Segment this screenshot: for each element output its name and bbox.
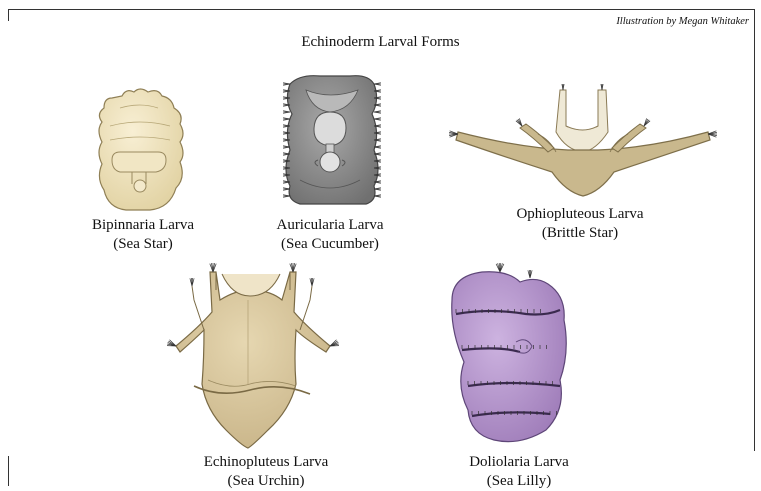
doliolaria-label: Doliolaria Larva (Sea Lilly) xyxy=(444,453,594,491)
doliolaria-name: Doliolaria Larva xyxy=(444,453,594,472)
auricularia-label: Auricularia Larva (Sea Cucumber) xyxy=(262,216,398,254)
ophiopluteous-name: Ophiopluteous Larva xyxy=(498,205,662,224)
bipinnaria-label: Bipinnaria Larva (Sea Star) xyxy=(78,216,208,254)
ophiopluteous-larva-drawing xyxy=(456,90,710,196)
bipinnaria-larva-drawing xyxy=(99,89,183,210)
auricularia-larva-drawing xyxy=(286,76,378,204)
ophiopluteous-common-name: (Brittle Star) xyxy=(498,224,662,243)
ophiopluteous-label: Ophiopluteous Larva (Brittle Star) xyxy=(498,205,662,243)
echinopluteus-name: Echinopluteus Larva xyxy=(182,453,350,472)
echinopluteus-label: Echinopluteus Larva (Sea Urchin) xyxy=(182,453,350,491)
bipinnaria-common-name: (Sea Star) xyxy=(78,235,208,254)
echinopluteus-larva-drawing xyxy=(176,272,330,448)
echinopluteus-common-name: (Sea Urchin) xyxy=(182,472,350,491)
doliolaria-common-name: (Sea Lilly) xyxy=(444,472,594,491)
auricularia-common-name: (Sea Cucumber) xyxy=(262,235,398,254)
auricularia-name: Auricularia Larva xyxy=(262,216,398,235)
bipinnaria-name: Bipinnaria Larva xyxy=(78,216,208,235)
doliolaria-larva-drawing xyxy=(452,272,567,442)
